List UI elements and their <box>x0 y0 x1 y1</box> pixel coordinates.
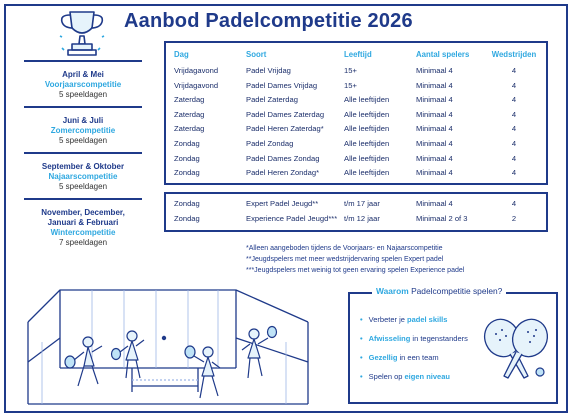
season-period: April & Mei <box>62 70 104 79</box>
cell-soort: Padel Zondag <box>246 139 294 148</box>
cell-aantal: Minimaal 4 <box>416 95 453 105</box>
reasons-list: •Verbeter je padel skills •Afwisseling i… <box>360 310 468 386</box>
list-item: •Afwisseling in tegenstanders <box>360 334 468 343</box>
cell-leeftijd: 15+ <box>344 66 357 75</box>
cell-soort: Padel Vrijdag <box>246 66 291 75</box>
season-item: April & Mei Voorjaarscompetitie 5 speeld… <box>18 62 148 106</box>
cell-aantal: Minimaal 4 <box>416 66 453 75</box>
competition-table: Dag Soort Leeftijd Aantal spelers Wedstr… <box>164 41 548 185</box>
cell-leeftijd: t/m 12 jaar <box>344 214 380 223</box>
season-period: November, December, Januari & Februari <box>41 208 125 227</box>
cell-aantal: Minimaal 4 <box>416 139 453 148</box>
bullet-icon: • <box>360 353 363 362</box>
cell-dag: Zaterdag <box>174 95 205 105</box>
list-item: •Verbeter je padel skills <box>360 315 448 324</box>
cell-leeftijd: Alle leeftijden <box>344 124 390 134</box>
cell-soort: Padel Zaterdag <box>246 95 298 105</box>
cell-dag: Zondag <box>174 199 200 208</box>
header-soort: Soort <box>246 50 267 59</box>
header-aantal-spelers: Aantal spelers <box>416 50 470 59</box>
divider <box>24 60 142 62</box>
header-dag: Dag <box>174 50 189 59</box>
cell-wedstrijden: 2 <box>511 214 517 223</box>
season-item: Juni & Juli Zomercompetitie 5 speeldagen <box>18 108 148 152</box>
poster-frame <box>4 4 568 413</box>
cell-aantal: Minimaal 4 <box>416 124 453 134</box>
season-item: November, December, Januari & Februari W… <box>18 200 148 254</box>
cell-aantal: Minimaal 2 of 3 <box>416 214 468 223</box>
season-competition: Zomercompetitie <box>50 126 116 135</box>
cell-dag: Zondag <box>174 168 200 178</box>
season-period: Juni & Juli <box>62 116 104 125</box>
cell-dag: Zondag <box>174 153 200 163</box>
footnotes: *Alleen aangeboden tijdens de Voorjaars-… <box>246 243 464 276</box>
trophy-icon <box>59 11 105 56</box>
cell-wedstrijden: 4 <box>511 109 517 119</box>
cell-leeftijd: Alle leeftijden <box>344 139 390 148</box>
cell-wedstrijden: 4 <box>511 199 517 208</box>
season-list: April & Mei Voorjaarscompetitie 5 speeld… <box>18 60 148 254</box>
divider <box>24 198 142 200</box>
padel-rackets-icon <box>483 318 549 379</box>
cell-aantal: Minimaal 4 <box>416 80 453 90</box>
cell-aantal: Minimaal 4 <box>416 199 453 208</box>
cell-dag: Vrijdagavond <box>174 66 219 75</box>
padel-court-illustration <box>27 289 309 405</box>
season-item: September & Oktober Najaarscompetitie 5 … <box>18 154 148 198</box>
cell-soort: Padel Dames Zondag <box>246 153 320 163</box>
footnote: ***Jeugdspelers met weinig tot geen erva… <box>246 267 465 274</box>
cell-dag: Zondag <box>174 214 200 223</box>
page-title: Aanbod Padelcompetitie 2026 <box>124 10 413 32</box>
cell-leeftijd: Alle leeftijden <box>344 153 390 163</box>
season-competition: Voorjaarscompetitie <box>44 80 122 89</box>
bullet-icon: • <box>360 334 363 343</box>
cell-soort: Padel Heren Zaterdag* <box>246 124 324 134</box>
cell-leeftijd: Alle leeftijden <box>344 109 390 119</box>
bullet-icon: • <box>360 315 363 324</box>
season-days: 7 speeldagen <box>58 238 108 247</box>
cell-wedstrijden: 4 <box>511 95 517 105</box>
cell-wedstrijden: 4 <box>511 80 517 90</box>
list-item: •Spelen op eigen niveau <box>360 372 450 381</box>
cell-dag: Zaterdag <box>174 109 205 119</box>
season-competition: Najaarscompetitie <box>48 172 118 181</box>
cell-wedstrijden: 4 <box>511 66 517 75</box>
header-leeftijd: Leeftijd <box>344 50 372 59</box>
cell-leeftijd: t/m 17 jaar <box>344 199 380 208</box>
cell-leeftijd: 15+ <box>344 80 357 90</box>
cell-soort: Experience Padel Jeugd*** <box>246 214 338 223</box>
list-item: •Gezellig in een team <box>360 353 439 362</box>
why-title: Waarom Padelcompetitie spelen? <box>372 286 507 296</box>
cell-aantal: Minimaal 4 <box>416 168 453 178</box>
cell-wedstrijden: 4 <box>511 168 517 178</box>
season-days: 5 speeldagen <box>58 90 108 99</box>
header-wedstrijden: Wedstrijden <box>491 50 537 59</box>
season-days: 5 speeldagen <box>58 136 108 145</box>
cell-wedstrijden: 4 <box>511 153 517 163</box>
cell-soort: Expert Padel Jeugd** <box>246 199 319 208</box>
footnote: **Jeugdspelers met meer wedstrijdervarin… <box>246 256 444 263</box>
bullet-icon: • <box>360 372 363 381</box>
season-competition: Wintercompetitie <box>50 228 116 237</box>
cell-wedstrijden: 4 <box>511 139 517 148</box>
cell-dag: Vrijdagavond <box>174 80 219 90</box>
cell-soort: Padel Dames Zaterdag <box>246 109 325 119</box>
cell-aantal: Minimaal 4 <box>416 109 453 119</box>
cell-aantal: Minimaal 4 <box>416 153 453 163</box>
cell-soort: Padel Dames Vrijdag <box>246 80 318 90</box>
cell-soort: Padel Heren Zondag* <box>246 168 320 178</box>
season-days: 5 speeldagen <box>58 182 108 191</box>
cell-wedstrijden: 4 <box>511 124 517 134</box>
divider <box>24 106 142 108</box>
cell-dag: Zaterdag <box>174 124 205 134</box>
cell-leeftijd: Alle leeftijden <box>344 168 390 178</box>
season-period: September & Oktober <box>41 162 125 171</box>
divider <box>24 152 142 154</box>
footnote: *Alleen aangeboden tijdens de Voorjaars-… <box>246 245 443 252</box>
cell-dag: Zondag <box>174 139 200 148</box>
cell-leeftijd: Alle leeftijden <box>344 95 390 105</box>
